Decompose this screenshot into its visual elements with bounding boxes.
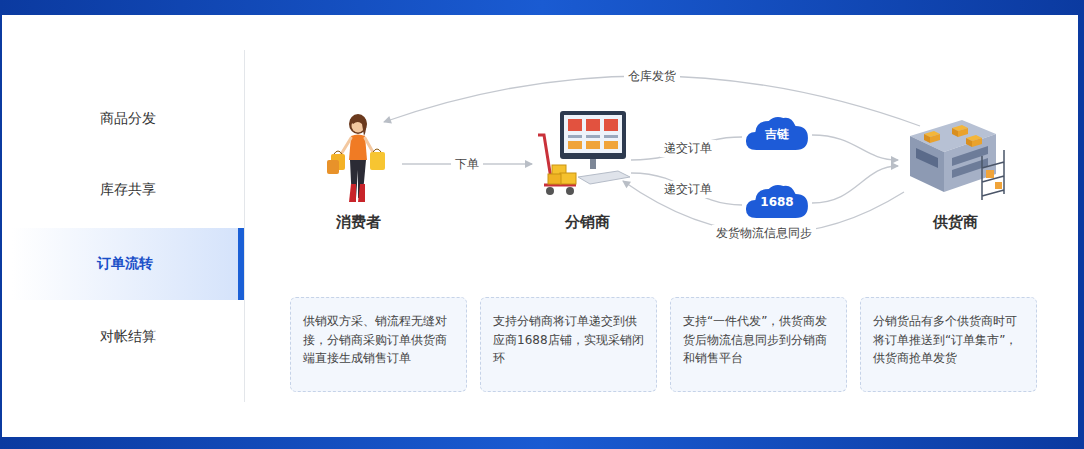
- supplier-node: 供货商: [900, 108, 1010, 232]
- cloud-label: 1688: [744, 195, 810, 209]
- edge-label: 下单: [451, 156, 483, 173]
- distributor-node: 分销商: [530, 105, 645, 232]
- consumer-figure: [318, 110, 398, 210]
- feature-card: 支持“一件代发”，供货商发货后物流信息同步到分销商和销售平台: [670, 297, 847, 392]
- card-text: 分销货品有多个供货商时可将订单推送到“订单集市”，供货商抢单发货: [873, 312, 1024, 368]
- warehouse-figure: [900, 108, 1010, 208]
- cloud-platform: 1688: [744, 182, 810, 220]
- edge-label: 递交订单: [660, 140, 716, 157]
- tab-label: 库存共享: [100, 181, 156, 199]
- feature-card: 支持分销商将订单递交到供应商1688店铺，实现采销闭环: [480, 297, 657, 392]
- distributor-figure: [530, 105, 645, 205]
- card-text: 供销双方采、销流程无缝对接，分销商采购订单供货商端直接生成销售订单: [303, 312, 454, 368]
- node-label: 供货商: [900, 213, 1010, 232]
- node-label: 分销商: [530, 213, 645, 232]
- consumer-node: 消费者: [318, 110, 398, 232]
- flow-connector: [631, 137, 742, 160]
- menu-tab: 库存共享: [12, 154, 244, 226]
- tab-label: 订单流转: [97, 255, 153, 273]
- tab-label: 商品分发: [100, 110, 156, 128]
- edge-label: 递交订单: [660, 181, 716, 198]
- edge-label: 仓库发货: [624, 68, 680, 85]
- edge-label: 发货物流信息同步: [712, 225, 816, 242]
- cloud-label: 吉链: [744, 126, 810, 143]
- cloud-platform: 吉链: [744, 114, 810, 152]
- card-text: 支持“一件代发”，供货商发货后物流信息同步到分销商和销售平台: [683, 312, 834, 368]
- flow-connector: [812, 166, 898, 203]
- menu-tab: 对帐结算: [12, 301, 244, 373]
- tab-label: 对帐结算: [100, 328, 156, 346]
- node-label: 消费者: [318, 213, 398, 232]
- feature-card: 供销双方采、销流程无缝对接，分销商采购订单供货商端直接生成销售订单: [290, 297, 467, 392]
- card-text: 支持分销商将订单递交到供应商1688店铺，实现采销闭环: [493, 312, 644, 368]
- flow-connector: [631, 173, 742, 205]
- flow-connector: [812, 135, 898, 160]
- menu-tab-active: 订单流转: [12, 228, 244, 300]
- menu-divider: [244, 50, 245, 402]
- menu-tab: 商品分发: [12, 83, 244, 155]
- feature-card: 分销货品有多个供货商时可将订单推送到“订单集市”，供货商抢单发货: [860, 297, 1037, 392]
